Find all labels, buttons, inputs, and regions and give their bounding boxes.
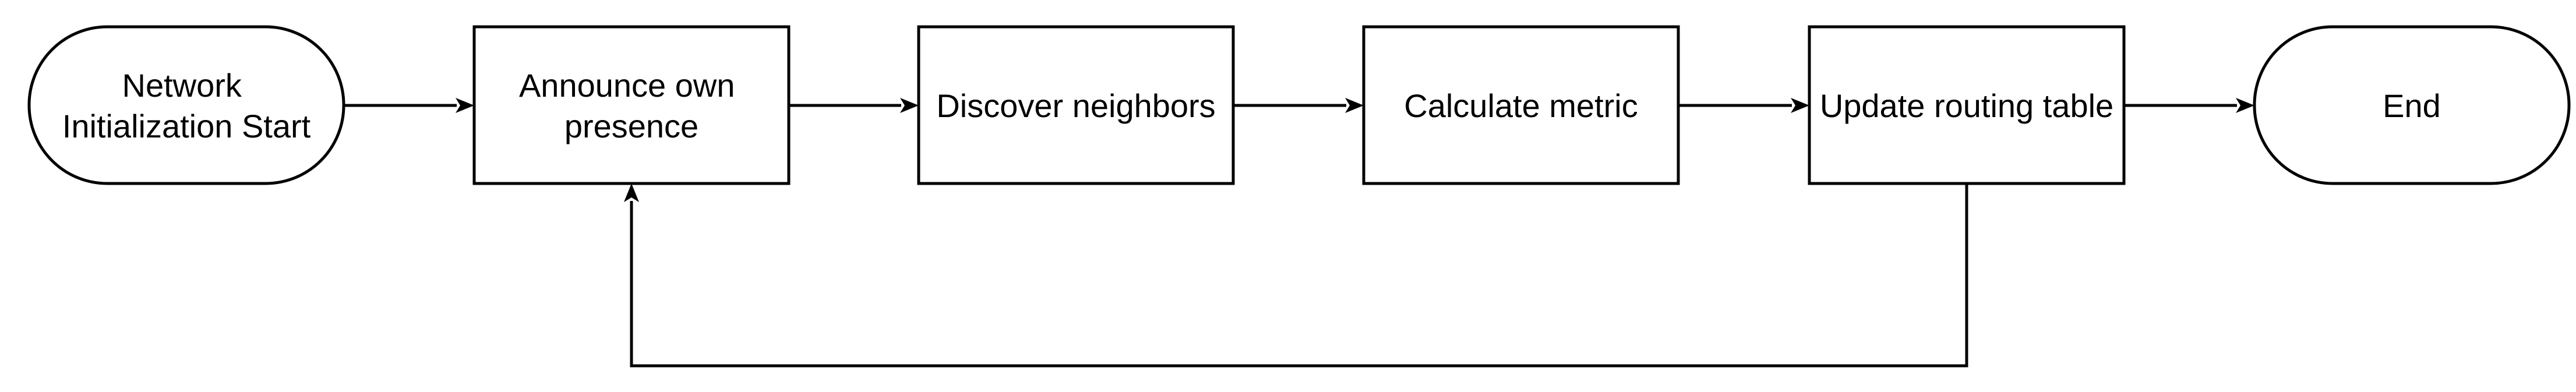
edge-loop-back-line (630, 183, 1968, 368)
edge-calculate-to-update-arrowhead (1791, 98, 1809, 113)
edge-calculate-to-update (1678, 98, 1809, 113)
start-label-line-1: Network (122, 67, 242, 104)
update-label: Update routing table (1820, 87, 2113, 124)
discover-label-line-1: Discover neighbors (936, 87, 1215, 124)
calculate-label-line-1: Calculate metric (1404, 87, 1638, 124)
node-update-routing-table: Update routing table (1808, 25, 2126, 185)
start-label: Network Initialization Start (62, 67, 311, 144)
calculate-label: Calculate metric (1404, 87, 1638, 124)
update-process-shape (1808, 25, 2126, 185)
announce-label-line-1: Announce own (519, 67, 735, 104)
edge-announce-to-discover-arrowhead (900, 98, 919, 113)
edge-loop-back-arrowhead (624, 183, 639, 202)
edge-update-to-end-arrowhead (2236, 98, 2254, 113)
node-end: End (2253, 25, 2571, 185)
start-terminator-shape (27, 25, 345, 185)
update-label-line-1: Update routing table (1820, 87, 2113, 124)
end-terminator-shape (2253, 25, 2571, 185)
edge-start-to-announce (344, 98, 474, 113)
announce-label-line-2: presence (564, 108, 698, 144)
discover-label: Discover neighbors (936, 87, 1215, 124)
edge-update-to-end (2124, 98, 2254, 113)
node-discover-neighbors: Discover neighbors (917, 25, 1235, 185)
discover-process-shape (917, 25, 1235, 185)
edge-discover-to-calculate (1233, 98, 1364, 113)
announce-label: Announce own presence (519, 67, 744, 144)
edge-discover-to-calculate-arrowhead (1345, 98, 1364, 113)
end-label: End (2383, 87, 2441, 124)
calculate-process-shape (1362, 25, 1680, 185)
node-calculate-metric: Calculate metric (1362, 25, 1680, 185)
end-label-line-1: End (2383, 87, 2441, 124)
edge-start-to-announce-arrowhead (456, 98, 474, 113)
node-network-initialization-start: Network Initialization Start (27, 25, 345, 185)
start-label-line-2: Initialization Start (62, 108, 311, 144)
node-announce-own-presence: Announce own presence (472, 25, 791, 185)
edge-announce-to-discover (789, 98, 919, 113)
edge-update-loop-back-to-announce (624, 183, 1968, 368)
announce-process-shape (472, 25, 791, 185)
